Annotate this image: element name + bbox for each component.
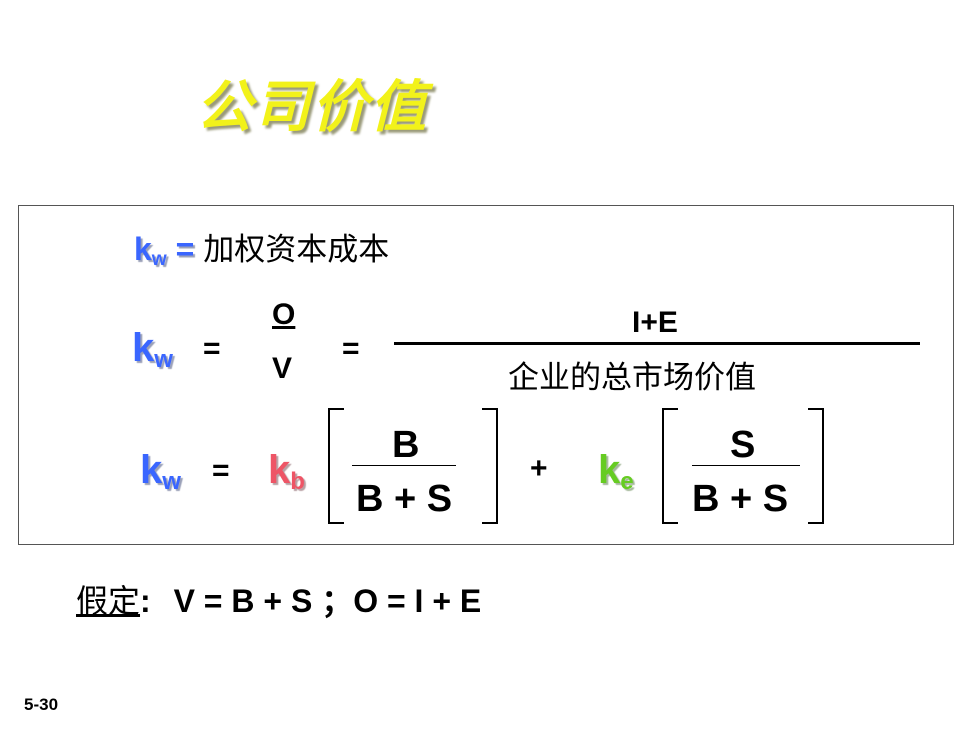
formula1-equals-1: = [203,332,221,365]
bracket-left-2 [662,408,678,524]
bracket-right-1 [482,408,498,524]
ke-symbol: ke [598,448,634,495]
frac2-denominator: B + S [692,478,789,520]
assumption-formula: V = B + S ；O = I + E [173,583,482,619]
definition-line: kw = 加权资本成本 [134,224,389,271]
assumption-line: 假定: V = B + S ；O = I + E [76,576,481,622]
frac2-bar [692,465,800,466]
formula1-kw: kw [132,326,173,373]
formula1-denominator-text: 企业的总市场价值 [508,360,756,396]
frac1-numerator: B [392,424,420,466]
page-title: 公司价值 [196,75,428,140]
formula2-equals: = [212,454,230,487]
assumption-label: 假定 [76,582,141,620]
definition-text: 加权资本成本 [203,232,390,268]
formula-box [18,205,954,545]
frac1-denominator: B + S [356,478,453,520]
kb-symbol: kb [268,448,305,495]
formula1-numerator-o: O [272,298,296,331]
formula1-fraction-bar [394,342,920,345]
bracket-right-2 [808,408,824,524]
formula2-kw: kw [140,448,181,495]
frac2-numerator: S [730,424,756,466]
kw-symbol: kw = [134,231,195,270]
formula1-denominator-v: V [272,352,293,385]
formula1-numerator-ie: I+E [632,306,678,339]
assumption-colon: : [140,583,151,619]
bracket-left-1 [328,408,344,524]
plus-sign: + [530,452,548,485]
slide-number: 5-30 [24,695,59,714]
formula1-equals-2: = [342,332,360,365]
frac1-bar [352,465,456,466]
